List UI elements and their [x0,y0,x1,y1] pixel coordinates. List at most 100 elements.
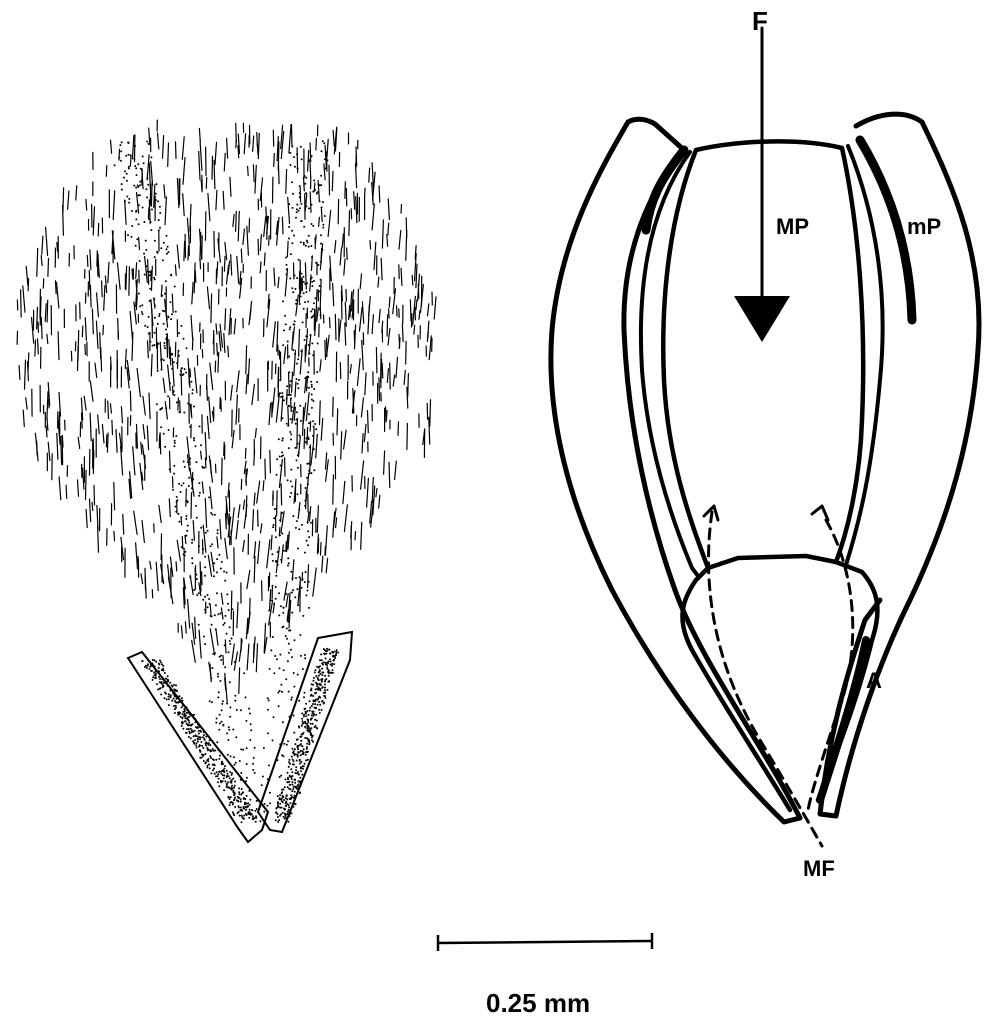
stipple-dot [208,744,210,746]
stipple-dot [181,485,183,487]
stipple-dot [222,774,224,776]
hair-stroke [208,194,210,221]
stipple-dot [214,773,216,775]
stipple-dot [217,781,219,783]
stipple-dot [128,168,130,170]
stipple-dot [303,242,305,244]
stipple-dot [228,651,230,653]
hair-stroke [382,220,383,248]
stipple-dot [234,700,236,702]
stipple-dot [184,710,186,712]
hair-stroke [136,543,138,569]
stipple-dot [146,141,148,143]
hair-stroke [386,410,387,420]
hair-stroke [233,215,234,227]
stipple-dot [245,809,247,811]
stipple-dot [174,506,176,508]
stipple-dot [135,167,137,169]
stipple-dot [203,734,205,736]
hair-stroke [194,263,195,293]
hair-stroke [255,429,256,438]
stipple-dot [168,698,170,700]
stipple-dot [184,368,186,370]
hair-stroke [164,185,165,198]
hair-stroke [180,401,181,413]
hair-stroke [269,403,271,424]
stipple-dot [229,640,231,642]
stipple-dot [226,593,228,595]
hair-stroke [427,332,428,342]
stipple-dot [332,672,334,674]
stipple-dot [218,758,220,760]
hair-stroke [304,177,305,191]
stipple-dot [285,323,287,325]
hair-stroke [237,602,238,627]
stipple-dot [241,815,243,817]
stipple-dot [321,681,323,683]
hair-stroke [312,256,313,271]
stipple-dot [305,727,307,729]
stipple-dot [313,302,315,304]
stipple-dot [299,777,301,779]
hair-stroke [362,434,363,453]
hair-stroke [316,138,317,150]
stipple-dot [330,672,332,674]
stipple-dot [278,592,280,594]
stipple-dot [193,439,195,441]
stipple-dot [300,420,302,422]
stipple-dot [228,609,230,611]
stipple-dot [219,680,221,682]
stipple-dot [223,777,225,779]
stipple-dot [176,496,178,498]
stipple-dot [164,697,166,699]
stipple-dot [163,359,165,361]
hair-stroke [231,508,234,535]
hair-stroke [96,321,98,348]
stipple-dot [332,655,334,657]
hair-stroke [284,582,287,600]
hair-stroke [296,295,299,316]
hair-stroke [178,351,179,368]
stipple-dot [157,323,159,325]
hair-stroke [278,277,279,288]
hair-stroke [253,510,254,530]
hair-stroke [227,138,228,158]
stipple-dot [334,657,336,659]
stipple-dot [213,562,215,564]
stipple-dot [302,615,304,617]
stipple-dot [275,575,277,577]
stipple-dot [182,728,184,730]
stipple-dot [304,737,306,739]
stipple-dot [279,794,281,796]
stipple-dot [279,776,281,778]
stipple-dot [289,813,291,815]
stipple-dot [295,769,297,771]
stipple-dot [319,704,321,706]
stipple-dot [252,815,254,817]
hair-stroke [183,158,185,185]
stipple-dot [205,532,207,534]
stipple-dot [245,813,247,815]
hair-stroke [279,528,280,536]
hair-stroke [210,363,213,389]
hair-stroke [289,373,290,396]
stipple-dot [183,461,185,463]
hair-stroke [258,541,260,563]
stipple-dot [219,722,221,724]
hair-stroke [337,409,338,435]
hair-stroke [84,396,86,410]
hair-stroke [108,401,109,419]
stipple-dot [240,772,242,774]
stipple-dot [141,304,143,306]
stipple-dot [263,747,265,749]
stipple-dot [281,533,283,535]
hair-stroke [295,382,296,397]
hair-stroke [202,236,203,260]
hair-stroke [314,183,315,191]
hair-stroke [376,489,377,497]
hair-stroke [105,276,106,293]
stipple-dot [240,798,242,800]
hair-stroke [136,263,137,279]
stipple-dot [204,556,206,558]
label-minor-piece: mP [907,214,941,239]
